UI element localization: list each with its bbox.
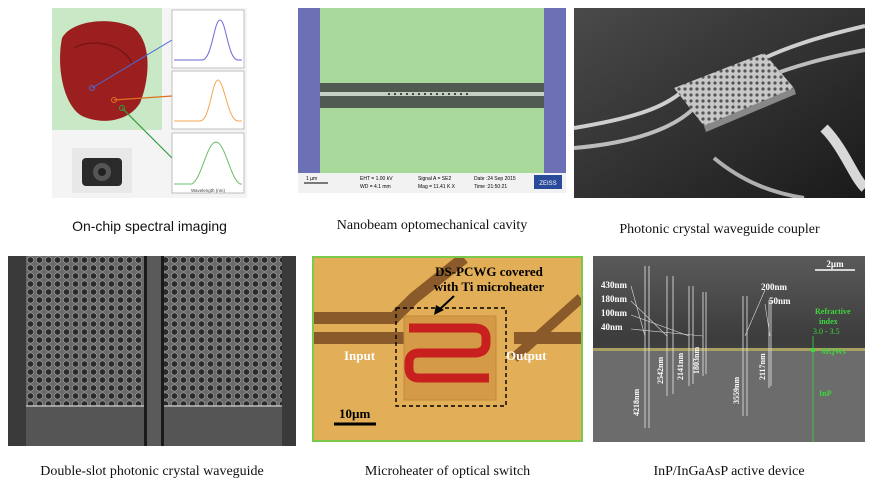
depth-1803nm: 1803nm [692, 347, 701, 374]
nanobeam-time: Time :21:50:21 [474, 184, 507, 190]
caption-pc-coupler: Photonic crystal waveguide coupler [619, 222, 820, 237]
active-device-panel: 430nm 180nm 100nm 40nm 200nm 50nm 2µm Re… [593, 256, 865, 442]
depth-4218nm: 4218nm [632, 389, 641, 416]
feature-label-180nm: 180nm [601, 294, 628, 304]
feature-label-200nm: 200nm [761, 282, 788, 292]
inp-label: InP [819, 389, 832, 398]
spectrum-plot-blue [171, 9, 245, 69]
feature-label-50nm: 50nm [769, 296, 791, 306]
depth-2141nm: 2141nm [676, 353, 685, 380]
zeiss-logo: ZEISS [539, 181, 556, 187]
depth-3559nm: 3559nm [732, 377, 741, 404]
feature-label-40nm: 40nm [601, 322, 623, 332]
caption-spectral-imaging: On-chip spectral imaging [72, 218, 227, 234]
caption-microheater: Microheater of optical switch [364, 464, 531, 479]
active-device-scale-bar-label: 2µm [826, 259, 844, 269]
nanobeam-signal: Signal A = SE2 [418, 176, 451, 182]
microheater-optical-image: DS-PCWG covered with Ti microheater Inpu… [314, 258, 581, 440]
output-label: Output [506, 348, 547, 363]
feature-label-430nm: 430nm [601, 280, 628, 290]
microheater-scale-bar-label: 10µm [339, 406, 370, 421]
nanobeam-sem-image: 1 µm EHT = 1.00 kV WD = 4.1 mm Signal A … [298, 8, 566, 193]
index-label: index [819, 317, 838, 326]
active-device-sem-image: 430nm 180nm 100nm 40nm 200nm 50nm 2µm Re… [593, 256, 865, 442]
microheater-panel: DS-PCWG covered with Ti microheater Inpu… [312, 256, 583, 442]
pc-coupler-panel [574, 8, 865, 198]
nanobeam-eht: EHT = 1.00 kV [360, 176, 393, 182]
spectrum-plot-green: Wavelength (nm) [171, 132, 245, 194]
caption-active-device: InP/InGaAsP active device [653, 464, 805, 479]
double-slot-sem-image [8, 256, 296, 446]
spectrum-plot-orange [171, 70, 245, 130]
nanobeam-wd: WD = 4.1 mm [360, 184, 391, 190]
refractive-label: Refractive [815, 307, 851, 316]
depth-2542nm: 2542nm [656, 357, 665, 384]
depth-2117nm: 2117nm [758, 353, 767, 380]
caption-double-slot: Double-slot photonic crystal waveguide [40, 464, 264, 479]
microheater-title-line2: with Ti microheater [434, 279, 545, 294]
nanobeam-mag: Mag = 11.41 K X [418, 184, 456, 190]
feature-label-100nm: 100nm [601, 308, 628, 318]
spectral-imaging-panel: Wavelength (nm) [52, 8, 247, 198]
refractive-range-label: 3.0 - 3.5 [813, 327, 840, 336]
double-slot-panel [8, 256, 296, 446]
nanobeam-scale-bar-label: 1 µm [306, 176, 317, 182]
nanobeam-date: Date :24 Sep 2015 [474, 176, 516, 182]
microheater-title-line1: DS-PCWG covered [435, 264, 543, 279]
spectral-imaging-figure: Wavelength (nm) [52, 8, 245, 194]
caption-nanobeam: Nanobeam optomechanical cavity [336, 218, 528, 233]
mqw-label: MQWs [821, 347, 846, 356]
input-label: Input [344, 348, 376, 363]
pc-coupler-sem-image [574, 8, 865, 198]
wavelength-axis-label: Wavelength (nm) [191, 188, 226, 193]
nanobeam-panel: 1 µm EHT = 1.00 kV WD = 4.1 mm Signal A … [298, 8, 566, 193]
